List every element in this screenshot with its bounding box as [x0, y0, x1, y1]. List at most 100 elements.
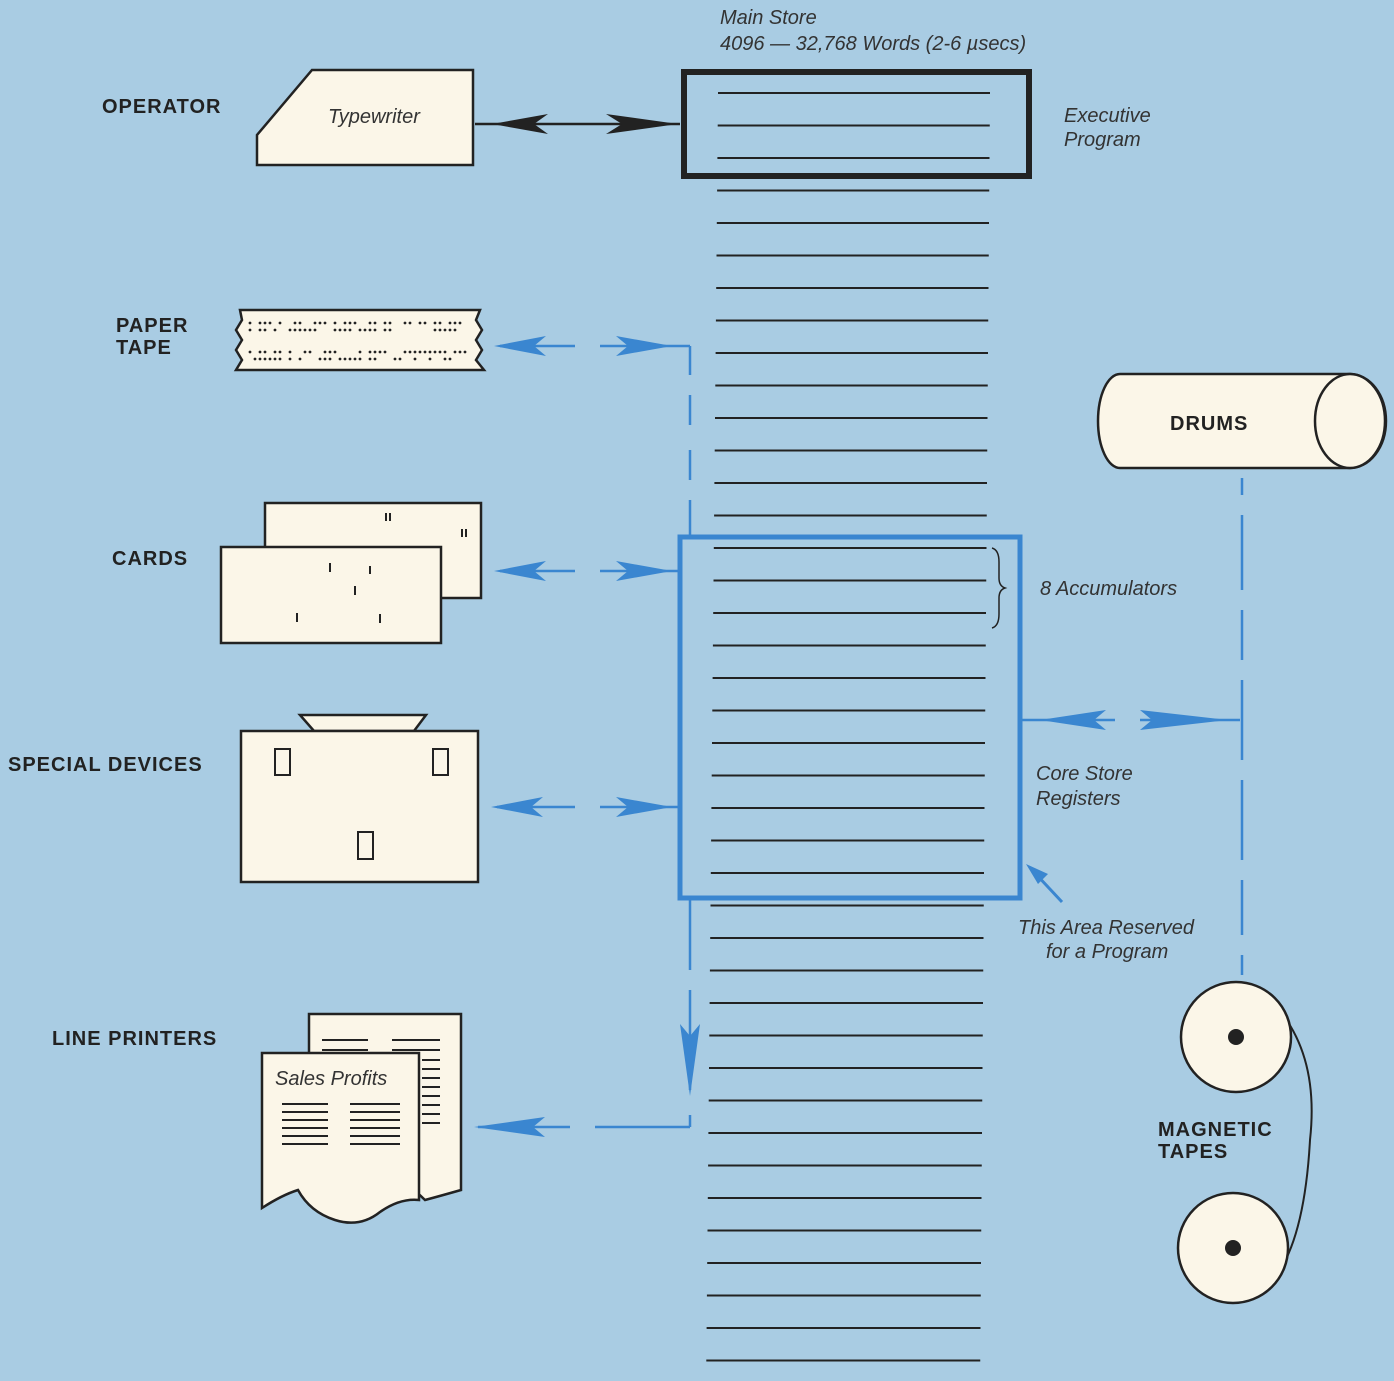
tape-hole — [329, 351, 332, 354]
executive-program-label-line1: Executive — [1064, 105, 1151, 127]
tape-hole — [264, 322, 267, 325]
paper-tape-label-line2: TAPE — [116, 337, 172, 359]
tape-hole — [309, 329, 312, 332]
line-printers-label: LINE PRINTERS — [52, 1028, 217, 1050]
tape-hole — [409, 351, 412, 354]
tape-hole — [254, 358, 257, 361]
tape-hole — [289, 329, 292, 332]
tape-hole — [449, 329, 452, 332]
tape-hole — [359, 358, 362, 361]
tape-hole — [394, 358, 397, 361]
tape-hole — [264, 351, 267, 354]
tape-hole — [414, 358, 417, 361]
tape-hole — [339, 358, 342, 361]
tape-hole — [444, 329, 447, 332]
tape-hole — [264, 358, 267, 361]
tape-hole — [249, 322, 252, 325]
tape-hole — [259, 329, 262, 332]
special-device-top-icon — [300, 715, 426, 731]
tape-hole — [344, 322, 347, 325]
tape-hole — [334, 322, 337, 325]
executive-program-box — [684, 72, 1029, 176]
core-store-label-line1: Core Store — [1036, 763, 1133, 785]
drum-end-cap — [1315, 374, 1385, 468]
tape-hole — [404, 322, 407, 325]
tape-hole — [349, 329, 352, 332]
operator-label: OPERATOR — [102, 96, 222, 118]
magnetic-tapes-label-line2: TAPES — [1158, 1141, 1228, 1163]
tape-hole — [324, 358, 327, 361]
tape-hole — [269, 358, 272, 361]
tape-hole — [354, 322, 357, 325]
sales-profits-label: Sales Profits — [275, 1068, 387, 1090]
tape-hole — [274, 358, 277, 361]
tape-hole — [349, 358, 352, 361]
tape-hole — [299, 358, 302, 361]
tape-hole — [344, 358, 347, 361]
tape-hole — [299, 329, 302, 332]
tape-hole — [384, 322, 387, 325]
tape-hole — [384, 329, 387, 332]
accumulators-label: 8 Accumulators — [1040, 578, 1177, 600]
tape-hole — [274, 329, 277, 332]
reserved-area-label-line1: This Area Reserved — [1018, 917, 1195, 939]
tape-hole — [324, 351, 327, 354]
cards-label: CARDS — [112, 548, 188, 570]
tape-hole — [259, 322, 262, 325]
tape-hole — [429, 358, 432, 361]
tape-hole — [319, 358, 322, 361]
tape-hole — [444, 351, 447, 354]
tape-hole — [449, 358, 452, 361]
tape-hole — [279, 351, 282, 354]
tape-hole — [424, 351, 427, 354]
tape-hole — [339, 329, 342, 332]
tape-hole — [359, 329, 362, 332]
executive-program-label-line2: Program — [1064, 129, 1141, 151]
tape-hole — [434, 329, 437, 332]
tape-hole — [414, 351, 417, 354]
accumulator-brace — [992, 548, 1005, 628]
paper-tape-label-line1: PAPER — [116, 315, 188, 337]
core-store-label-line2: Registers — [1036, 788, 1120, 810]
tape-hole — [374, 351, 377, 354]
tape-hole — [314, 322, 317, 325]
tape-hole — [384, 351, 387, 354]
special-devices-label: SPECIAL DEVICES — [8, 754, 203, 776]
tape-hole — [259, 351, 262, 354]
tape-hole — [389, 322, 392, 325]
tape-hole — [369, 329, 372, 332]
tape-hole — [454, 351, 457, 354]
tape-hole — [304, 351, 307, 354]
tape-hole — [299, 322, 302, 325]
tape-hole — [454, 329, 457, 332]
tape-hole — [264, 329, 267, 332]
tape-hole — [379, 351, 382, 354]
magnetic-tapes-label-line1: MAGNETIC — [1158, 1119, 1273, 1141]
tape-hole — [329, 358, 332, 361]
tape-hole — [369, 358, 372, 361]
tape-hole — [464, 351, 467, 354]
main-store-capacity: 4096 — 32,768 Words (2-6 µsecs) — [720, 33, 1026, 55]
tape-hole — [389, 329, 392, 332]
paper-tape-icon — [236, 310, 484, 370]
tape-hole — [364, 329, 367, 332]
tape-hole — [344, 329, 347, 332]
tape-hole — [274, 351, 277, 354]
main-store-register-lines — [706, 93, 990, 1361]
tape-hole — [269, 322, 272, 325]
tape-hole — [449, 322, 452, 325]
tape-hole — [444, 358, 447, 361]
tape-hole — [294, 329, 297, 332]
main-store-title: Main Store — [720, 7, 817, 29]
tape-hole — [374, 329, 377, 332]
tape-hole — [289, 358, 292, 361]
tape-hole — [319, 322, 322, 325]
tape-hole — [424, 322, 427, 325]
tape-hole — [439, 322, 442, 325]
tape-hole — [409, 322, 412, 325]
tape-hole — [374, 322, 377, 325]
tape-hole — [359, 351, 362, 354]
tape-hole — [309, 351, 312, 354]
tape-hole — [349, 322, 352, 325]
